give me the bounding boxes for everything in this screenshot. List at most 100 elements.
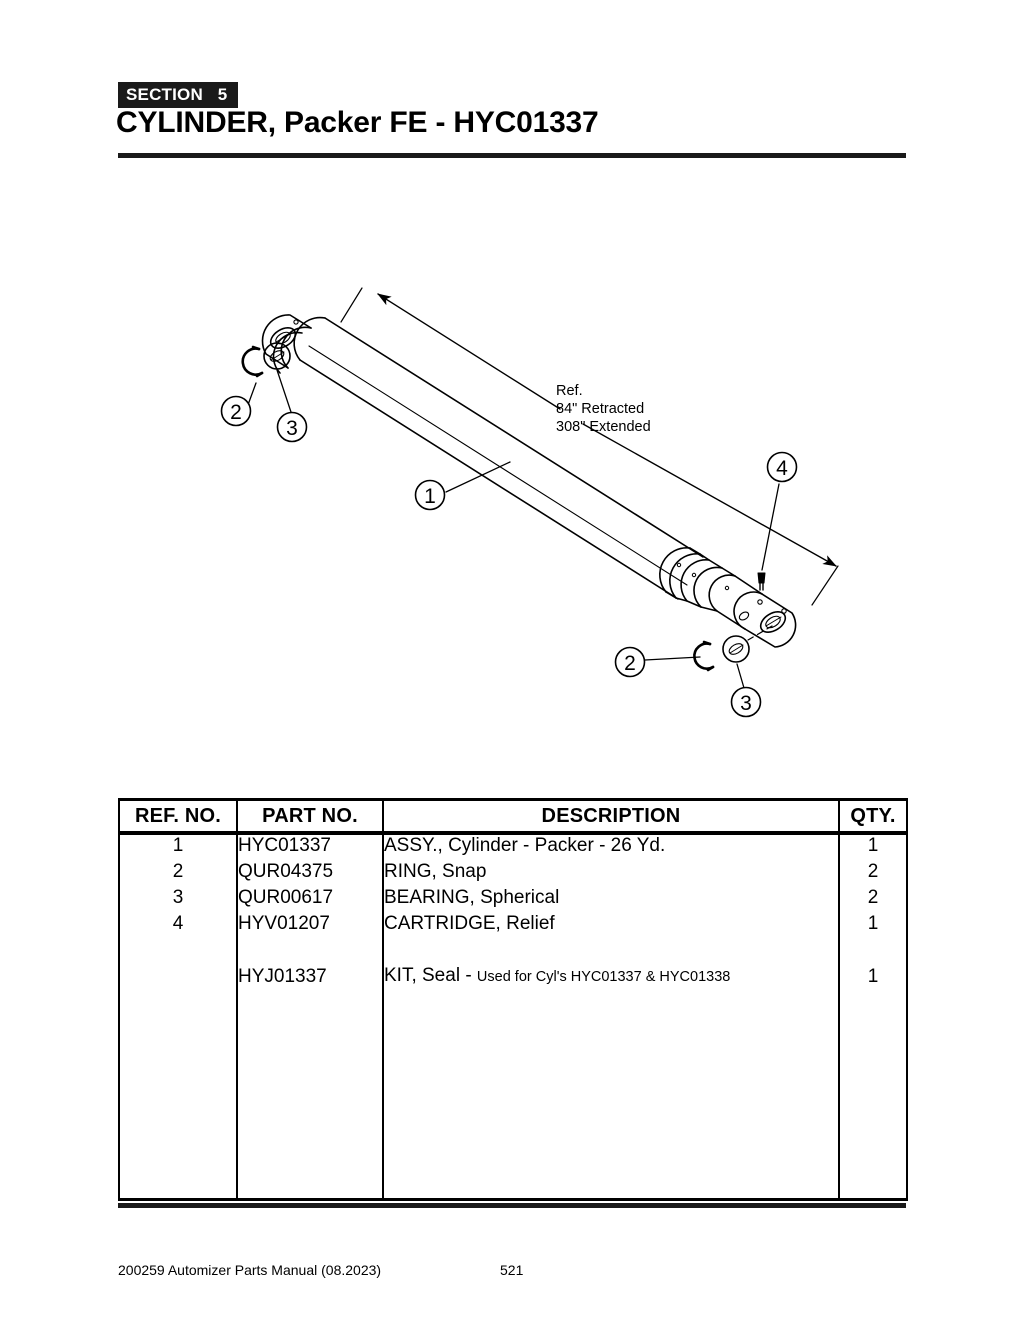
- cell-empty: [236, 1042, 384, 1068]
- cell-part-no: HYJ01337: [236, 963, 384, 990]
- reference-note-line2: 84" Retracted: [556, 401, 644, 417]
- table-row-spacer: [118, 990, 908, 1016]
- column-header-description: DESCRIPTION: [382, 798, 840, 833]
- table-row-spacer: [118, 1068, 908, 1094]
- table-row: 4 HYV01207 CARTRIDGE, Relief 1: [118, 911, 908, 937]
- parts-illustration: 1 2 3 4 2: [0, 170, 1024, 790]
- table-row: 1 HYC01337 ASSY., Cylinder - Packer - 26…: [118, 832, 908, 859]
- cell-qty: 1: [838, 832, 908, 859]
- svg-text:2: 2: [230, 401, 242, 424]
- table-row: HYJ01337 KIT, Seal - Used for Cyl's HYC0…: [118, 963, 908, 990]
- column-header-qty: QTY.: [838, 798, 908, 833]
- page-title: CYLINDER, Packer FE - HYC01337: [116, 106, 599, 139]
- cell-qty: 1: [838, 911, 908, 937]
- footer-manual-title: 200259 Automizer Parts Manual (08.2023): [118, 1262, 382, 1278]
- column-header-part-no: PART NO.: [236, 798, 384, 833]
- cell-empty: [838, 1172, 908, 1201]
- callout-2-right: 2: [614, 646, 646, 678]
- svg-text:4: 4: [776, 457, 788, 480]
- cell-ref-no: [118, 963, 238, 990]
- snap-ring-right: [693, 640, 715, 672]
- table-header-row: REF. NO. PART NO. DESCRIPTION QTY.: [118, 798, 908, 833]
- cell-empty: [838, 1042, 908, 1068]
- svg-text:3: 3: [286, 417, 298, 440]
- cell-empty: [118, 1120, 238, 1146]
- cell-empty: [382, 1042, 840, 1068]
- reference-note-line1: Ref.: [556, 383, 583, 399]
- cell-description: RING, Snap: [382, 859, 840, 885]
- description-text: RING, Snap: [384, 861, 487, 882]
- cell-empty: [838, 1016, 908, 1042]
- spherical-bearing-right: [722, 635, 750, 663]
- cell-part-no: [236, 937, 384, 963]
- cell-empty: [118, 1068, 238, 1094]
- footer-page-number: 521: [500, 1262, 524, 1278]
- cell-description: KIT, Seal - Used for Cyl's HYC01337 & HY…: [382, 963, 840, 990]
- table-row-spacer: [118, 1094, 908, 1120]
- cell-ref-no: [118, 937, 238, 963]
- cell-description: BEARING, Spherical: [382, 885, 840, 911]
- cell-ref-no: 3: [118, 885, 238, 911]
- cell-empty: [838, 1120, 908, 1146]
- leader-callout-1: [445, 461, 511, 493]
- leader-callout-2-right: [644, 656, 701, 661]
- cell-part-no: HYV01207: [236, 911, 384, 937]
- cell-part-no: HYC01337: [236, 832, 384, 859]
- cell-qty: 2: [838, 859, 908, 885]
- callout-bubbles: 1 2 3 4 2: [220, 395, 798, 718]
- leader-callout-3-right: [736, 663, 745, 689]
- cell-part-no: QUR00617: [236, 885, 384, 911]
- cell-description: CARTRIDGE, Relief: [382, 911, 840, 937]
- callout-3-left: 3: [276, 411, 308, 443]
- cell-description: [382, 937, 840, 963]
- description-text: ASSY., Cylinder - Packer - 26 Yd.: [384, 835, 666, 856]
- cell-ref-no: 1: [118, 832, 238, 859]
- cell-ref-no: 2: [118, 859, 238, 885]
- cell-empty: [236, 1146, 384, 1172]
- table-row: 2 QUR04375 RING, Snap 2: [118, 859, 908, 885]
- callout-2-left: 2: [220, 395, 252, 427]
- cylinder-barrel: [293, 316, 704, 600]
- leader-callout-3-left: [276, 369, 292, 413]
- description-text: KIT, Seal -: [384, 965, 477, 986]
- cell-empty: [236, 990, 384, 1016]
- cell-ref-no: 4: [118, 911, 238, 937]
- callout-1: 1: [414, 479, 446, 511]
- cell-empty: [382, 1016, 840, 1042]
- leader-callout-4: [761, 483, 780, 571]
- cell-empty: [118, 1016, 238, 1042]
- cell-qty: 2: [838, 885, 908, 911]
- cell-empty: [838, 1094, 908, 1120]
- section-badge: SECTION 5: [118, 82, 239, 108]
- parts-table: REF. NO. PART NO. DESCRIPTION QTY. 1 HYC…: [118, 798, 908, 1201]
- callout-3-right: 3: [730, 686, 762, 718]
- table-row-spacer: [118, 1042, 908, 1068]
- cell-empty: [838, 1068, 908, 1094]
- cell-part-no: QUR04375: [236, 859, 384, 885]
- table-row-spacer: [118, 1172, 908, 1201]
- table-row-spacer: [118, 1146, 908, 1172]
- header-rule: [118, 153, 906, 158]
- footer-rule: [118, 1203, 906, 1208]
- cell-empty: [236, 1094, 384, 1120]
- cell-empty: [118, 1146, 238, 1172]
- cell-empty: [382, 1068, 840, 1094]
- parts-table-container: REF. NO. PART NO. DESCRIPTION QTY. 1 HYC…: [118, 798, 908, 1201]
- overall-dimension: [340, 287, 839, 606]
- svg-text:3: 3: [740, 692, 752, 715]
- rod-end-assembly: [659, 547, 797, 648]
- cell-empty: [118, 1042, 238, 1068]
- description-note: Used for Cyl's HYC01337 & HYC01338: [476, 969, 731, 985]
- column-header-ref-no: REF. NO.: [118, 798, 238, 833]
- cell-empty: [118, 990, 238, 1016]
- cell-empty: [236, 1016, 384, 1042]
- cell-description: ASSY., Cylinder - Packer - 26 Yd.: [382, 832, 840, 859]
- table-row-spacer: [118, 1016, 908, 1042]
- cell-empty: [118, 1094, 238, 1120]
- cell-empty: [236, 1068, 384, 1094]
- table-row-spacer: [118, 937, 908, 963]
- cell-qty: 1: [838, 963, 908, 990]
- cell-empty: [382, 1120, 840, 1146]
- svg-text:1: 1: [424, 485, 436, 508]
- callout-4: 4: [766, 451, 798, 483]
